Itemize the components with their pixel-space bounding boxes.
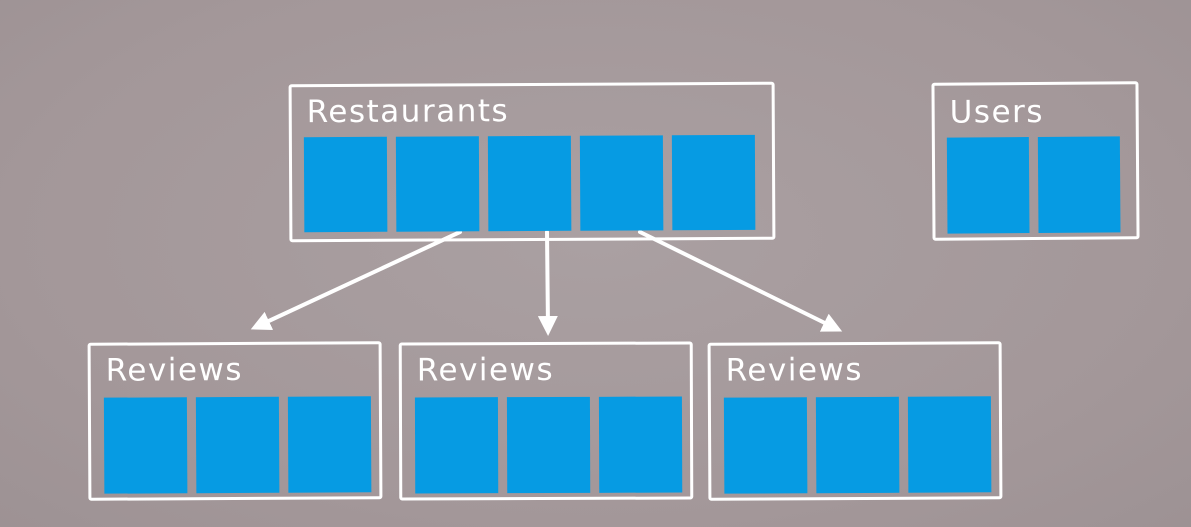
review-document <box>723 397 808 494</box>
restaurants-label: Restaurants <box>306 93 510 131</box>
restaurant-document <box>395 136 480 232</box>
users-collection: Users <box>931 81 1140 241</box>
restaurants-documents <box>303 134 756 233</box>
restaurant-document <box>671 134 756 231</box>
reviews-collection-2: Reviews <box>398 341 694 501</box>
user-document <box>1037 136 1121 233</box>
users-label: Users <box>949 93 1045 131</box>
review-document <box>195 396 280 494</box>
user-document <box>946 137 1030 234</box>
review-document <box>287 396 372 493</box>
reviews-documents <box>723 396 992 494</box>
restaurants-collection: Restaurants <box>288 81 776 243</box>
restaurant-document <box>303 136 388 233</box>
reviews-label: Reviews <box>725 351 864 389</box>
reviews-label: Reviews <box>105 351 244 389</box>
reviews-label: Reviews <box>416 351 555 389</box>
review-document <box>506 396 591 494</box>
arrow-to-reviews-3 <box>638 230 843 332</box>
arrow-to-reviews-2 <box>537 230 558 336</box>
review-document <box>598 396 683 493</box>
restaurant-document <box>487 135 572 232</box>
review-document <box>103 397 188 494</box>
reviews-collection-1: Reviews <box>87 341 383 501</box>
review-document <box>414 397 499 494</box>
reviews-documents <box>103 396 372 494</box>
reviews-documents <box>414 396 683 494</box>
arrow-to-reviews-1 <box>250 230 462 331</box>
review-document <box>815 396 900 494</box>
review-document <box>907 396 992 493</box>
restaurant-document <box>579 135 664 231</box>
users-documents <box>946 136 1121 234</box>
reviews-collection-3: Reviews <box>707 341 1003 501</box>
